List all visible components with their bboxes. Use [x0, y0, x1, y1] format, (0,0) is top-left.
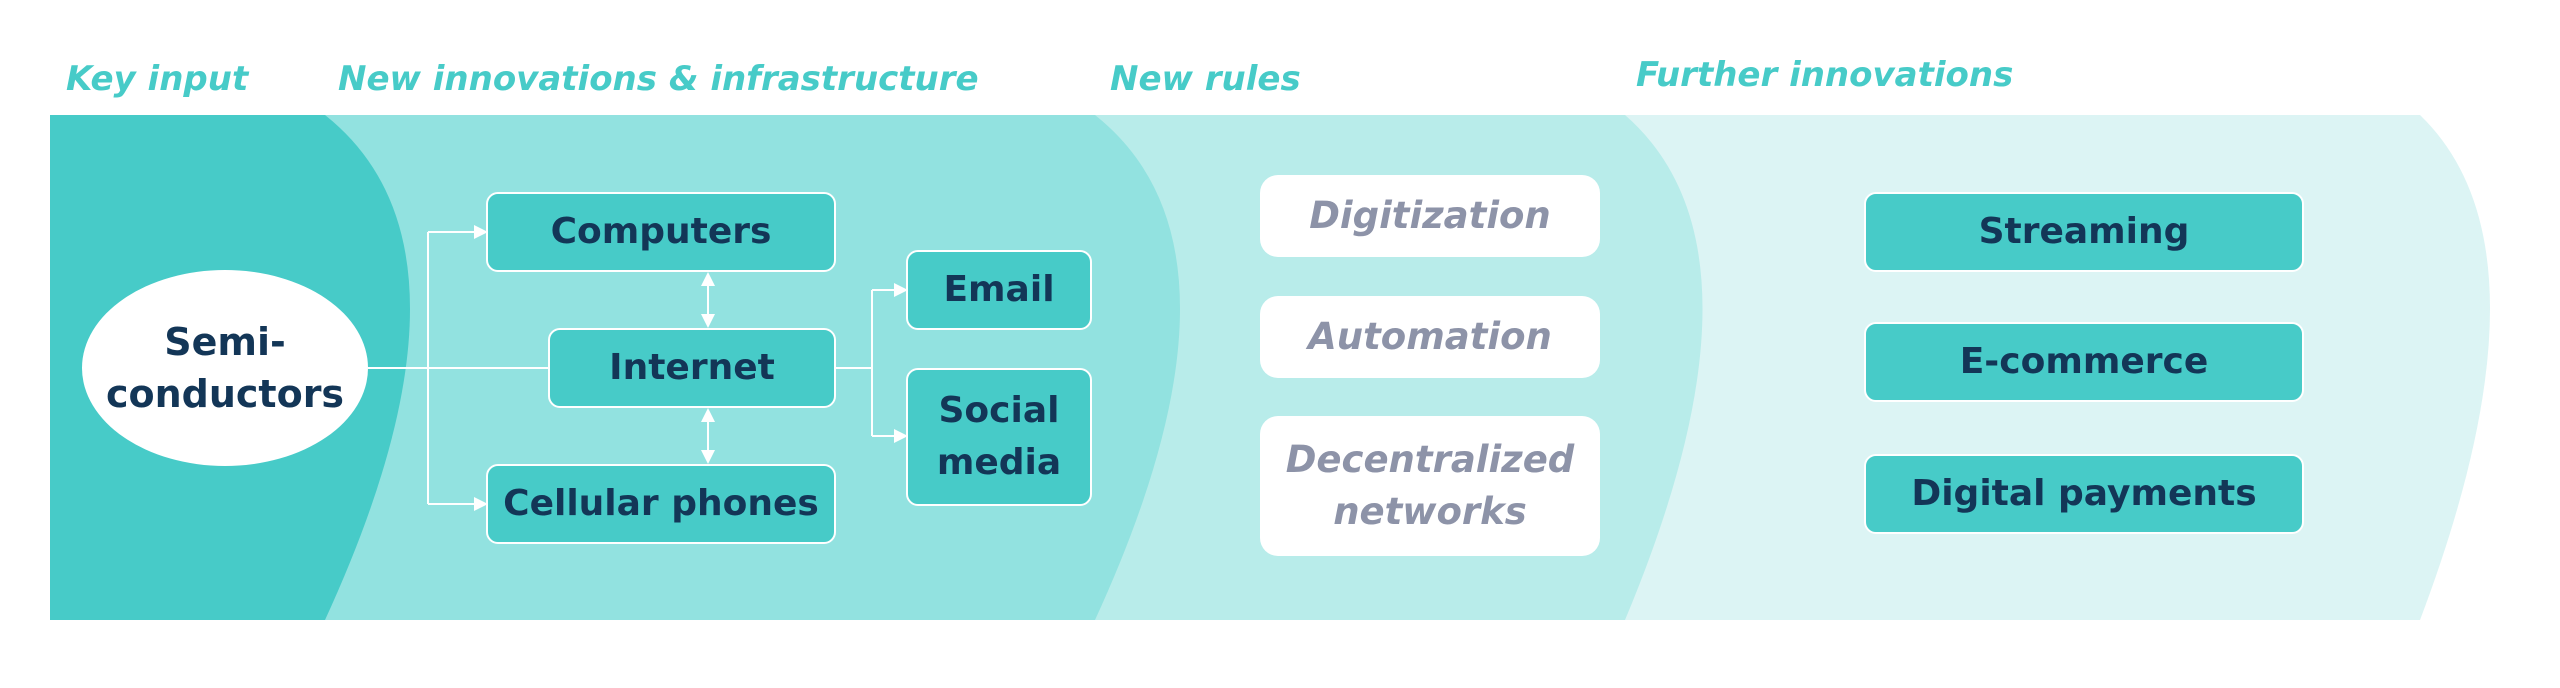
node-cellular-phones-label: Cellular phones [503, 483, 819, 524]
further-ecommerce: E-commerce [1864, 322, 2304, 402]
node-semiconductors: Semi- conductors [82, 270, 368, 466]
heading-new-innovations: New innovations & infrastructure [338, 59, 979, 99]
node-email: Email [906, 250, 1092, 330]
further-streaming-label: Streaming [1978, 211, 2190, 252]
node-semiconductors-line1: Semi- [164, 320, 286, 364]
further-digital-payments-label: Digital payments [1911, 473, 2257, 514]
heading-further-innovations: Further innovations [1636, 55, 2014, 95]
arrowhead-up-internet [701, 408, 715, 422]
node-social-media-line1: Social [938, 390, 1060, 431]
rule-automation: Automation [1260, 296, 1600, 378]
node-semiconductors-line2: conductors [105, 372, 345, 416]
arrowhead-to-computers [474, 225, 488, 239]
further-ecommerce-label: E-commerce [1959, 341, 2209, 382]
rule-digitization: Digitization [1260, 175, 1600, 257]
arrowhead-up-computers [701, 272, 715, 286]
node-internet: Internet [548, 328, 836, 408]
rule-decentralized-line1: Decentralized [1285, 438, 1575, 481]
heading-new-rules: New rules [1110, 59, 1301, 99]
node-internet-label: Internet [609, 347, 775, 388]
heading-key-input: Key input [66, 59, 249, 99]
node-cellular-phones: Cellular phones [486, 464, 836, 544]
rule-automation-label: Automation [1308, 315, 1552, 358]
node-email-label: Email [943, 269, 1055, 310]
rule-decentralized-networks: Decentralized networks [1260, 416, 1600, 556]
further-digital-payments: Digital payments [1864, 454, 2304, 534]
arrowhead-down-cellular [701, 450, 715, 464]
arrowhead-down-internet [701, 314, 715, 328]
arrowhead-to-cellular [474, 497, 488, 511]
arrowhead-to-social-media [894, 429, 908, 443]
rule-digitization-label: Digitization [1309, 194, 1551, 237]
node-computers: Computers [486, 192, 836, 272]
further-streaming: Streaming [1864, 192, 2304, 272]
node-social-media-line2: media [936, 442, 1062, 483]
connector-internet-apps [836, 289, 894, 437]
arrowhead-to-email [894, 283, 908, 297]
node-social-media: Social media [906, 368, 1092, 506]
rule-decentralized-line2: networks [1333, 490, 1527, 533]
node-computers-label: Computers [550, 211, 772, 252]
connector-semiconductors [368, 231, 548, 505]
